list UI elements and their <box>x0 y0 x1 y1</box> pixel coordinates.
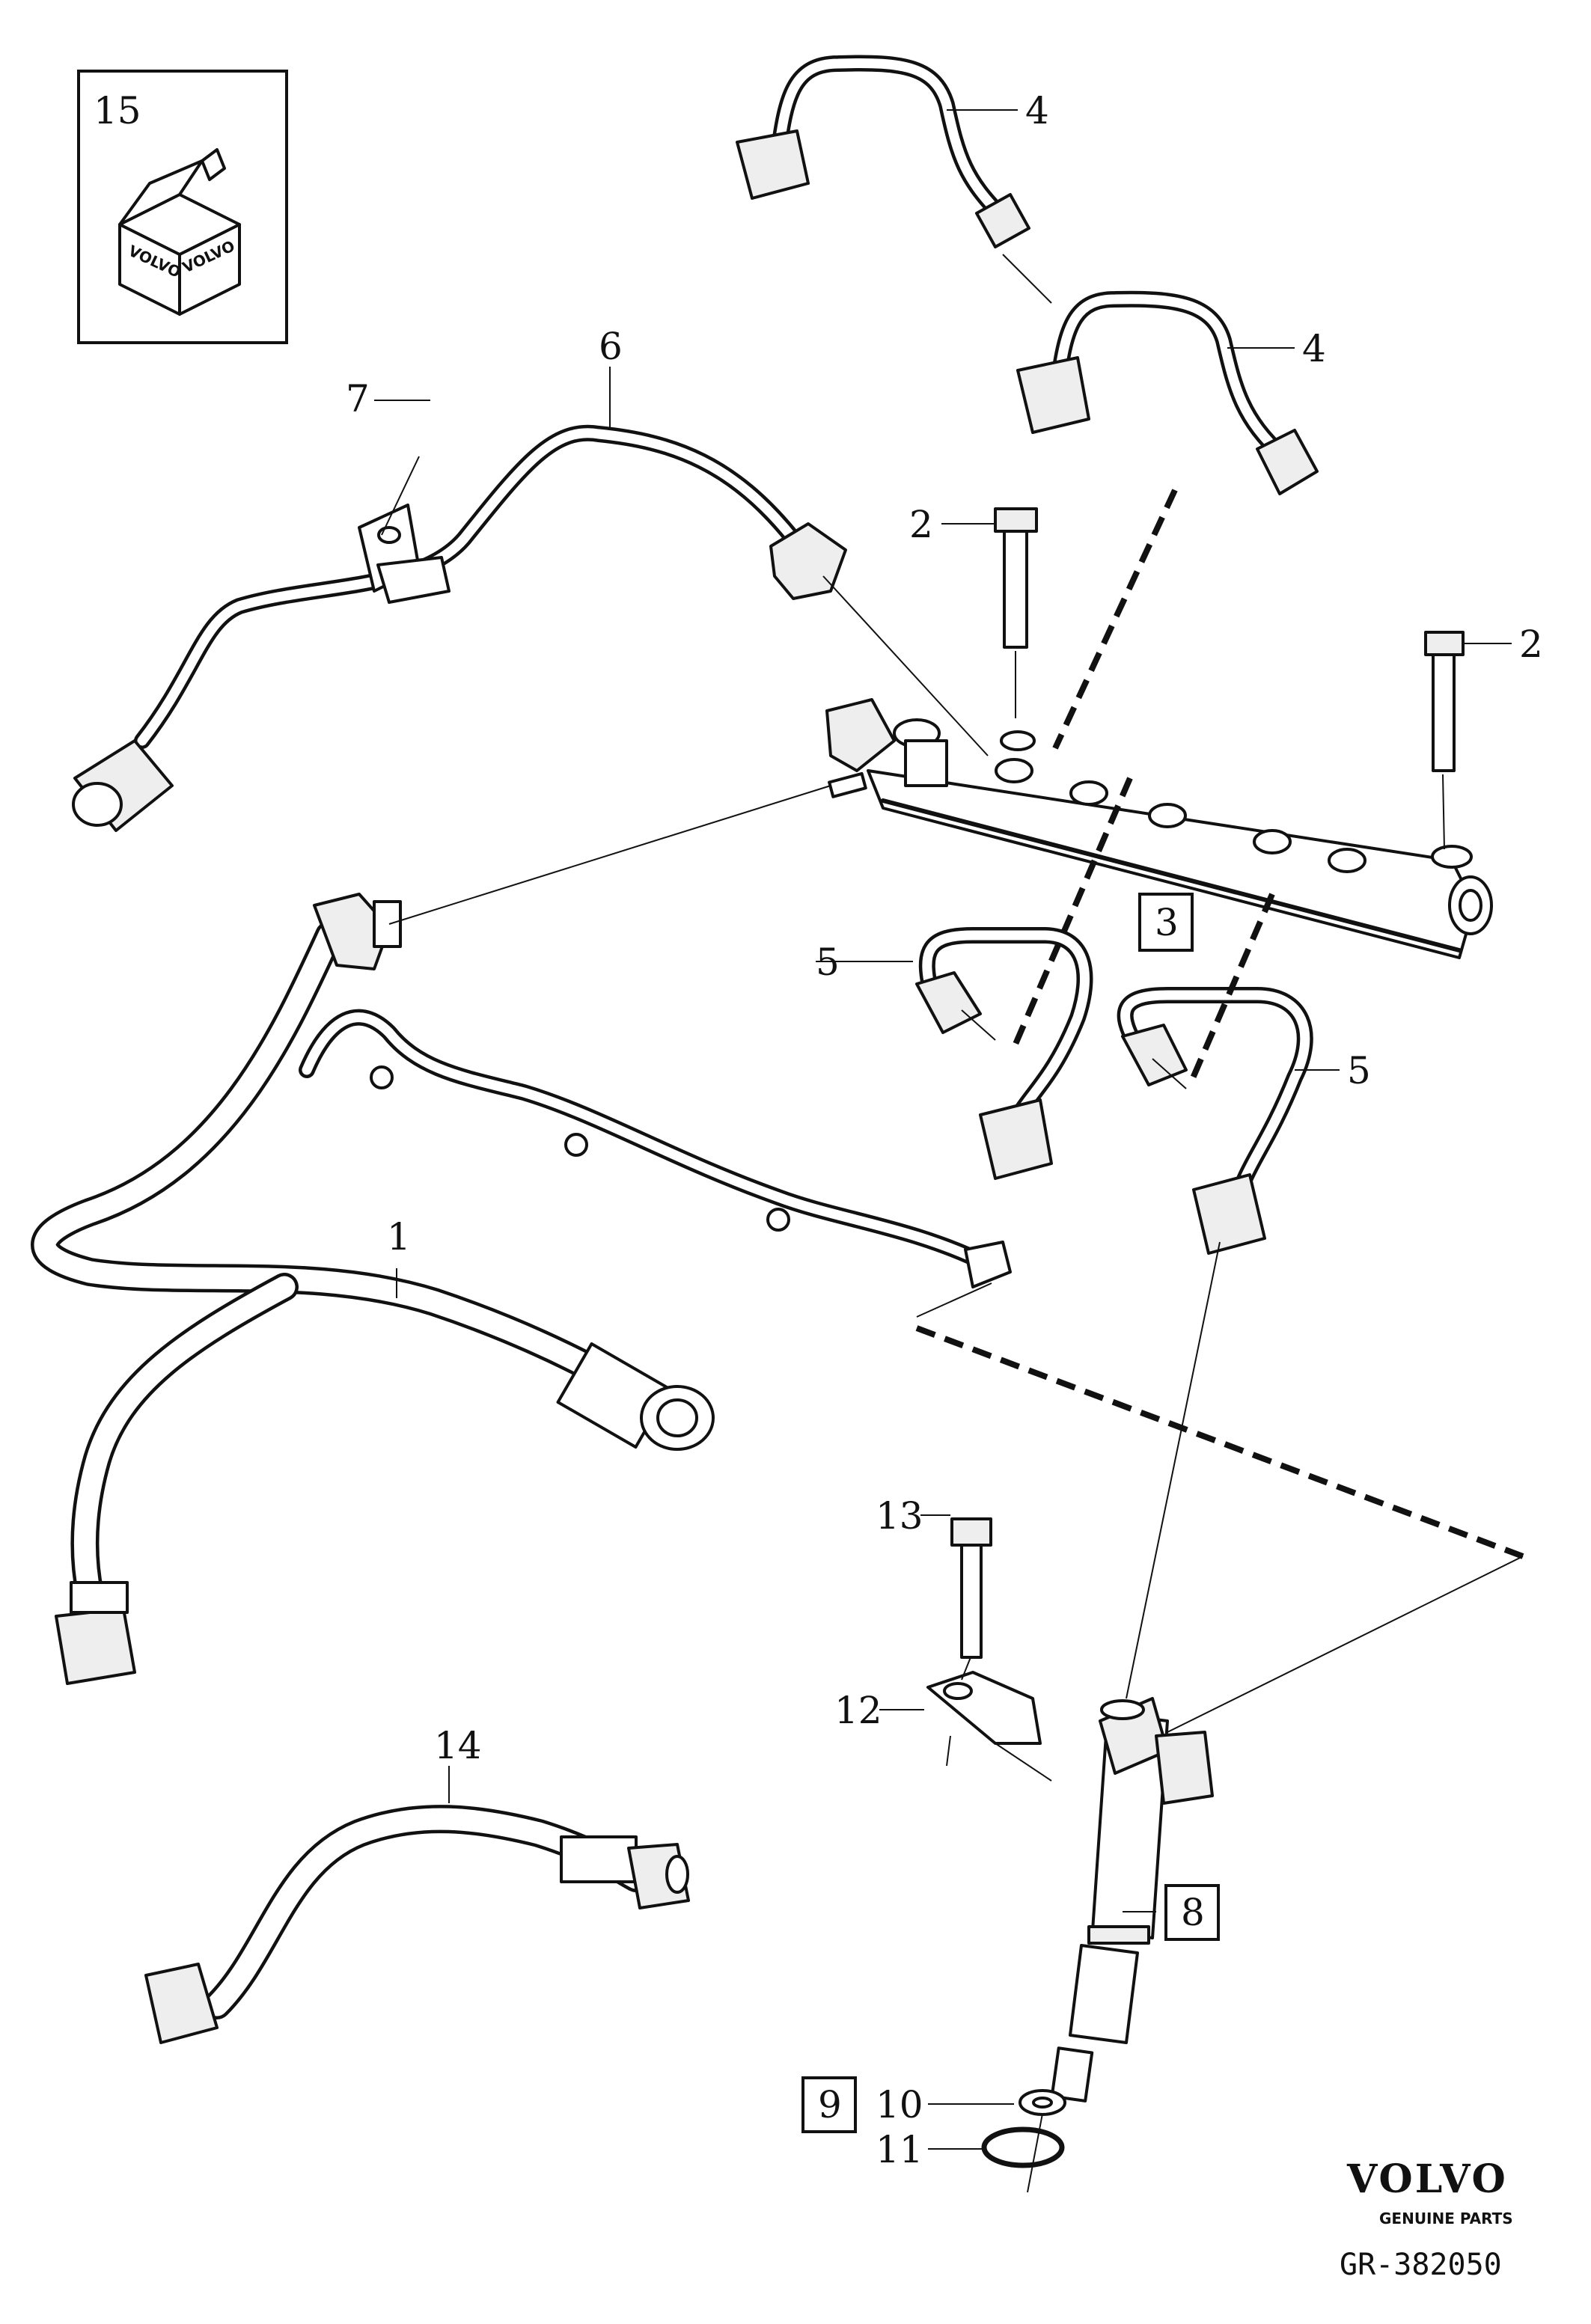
label-13: 13 <box>876 1494 923 1538</box>
label-2-left: 2 <box>909 503 933 546</box>
bracket-12 <box>926 1671 1042 1745</box>
return-hose-1 <box>31 893 1012 1685</box>
label-4-lower: 4 <box>1302 327 1326 370</box>
hose-14 <box>144 1805 690 2044</box>
fuel-rail-3 <box>825 698 1493 959</box>
genuine-parts-tagline: GENUINE PARTS <box>1379 2210 1513 2227</box>
label-5-right: 5 <box>1347 1049 1371 1092</box>
label-15: 15 <box>94 89 141 132</box>
label-9: 9 <box>818 2083 842 2126</box>
label-3-box: 3 <box>1138 893 1194 952</box>
label-12: 12 <box>834 1689 882 1732</box>
label-6: 6 <box>599 325 623 368</box>
bolt-2-right <box>1424 631 1465 772</box>
label-8: 8 <box>1181 1891 1205 1934</box>
washer-10 <box>1019 2089 1066 2116</box>
callout-labels: 15 4 4 6 7 2 2 3 5 5 1 13 12 14 8 9 10 1… <box>94 89 1543 2171</box>
assembly-dashed-lines <box>915 489 1524 1559</box>
volvo-logo: VOLVO <box>1346 2156 1508 2202</box>
label-9-box: 9 <box>801 2076 857 2133</box>
pipe-4-lower <box>1016 290 1319 495</box>
bolt-2-left <box>994 507 1038 649</box>
label-1: 1 <box>387 1215 411 1259</box>
pipe-6 <box>72 424 847 832</box>
label-4-upper: 4 <box>1025 89 1049 132</box>
leader-lines <box>374 109 1524 2193</box>
label-10: 10 <box>876 2083 923 2126</box>
label-14: 14 <box>434 1724 482 1767</box>
pipe-4-upper <box>736 55 1030 248</box>
label-3: 3 <box>1155 901 1179 944</box>
kit-box-inset: VOLVO VOLVO <box>77 70 288 344</box>
drawing-number: GR-382050 <box>1340 2248 1502 2282</box>
label-7: 7 <box>346 377 370 421</box>
o-ring-11 <box>981 2126 1065 2168</box>
label-8-box: 8 <box>1164 1884 1220 1941</box>
kit-box-icon: VOLVO VOLVO <box>118 148 241 316</box>
pipe-5-left <box>915 927 1093 1180</box>
label-2-right: 2 <box>1519 623 1543 666</box>
label-11: 11 <box>876 2128 923 2171</box>
volvo-branding: VOLVO GENUINE PARTS GR-382050 <box>1340 2156 1513 2282</box>
pipe-5-right <box>1117 987 1313 1255</box>
injector-8 <box>1050 1697 1214 2103</box>
bolt-13 <box>950 1517 992 1659</box>
label-5-left: 5 <box>816 941 840 984</box>
